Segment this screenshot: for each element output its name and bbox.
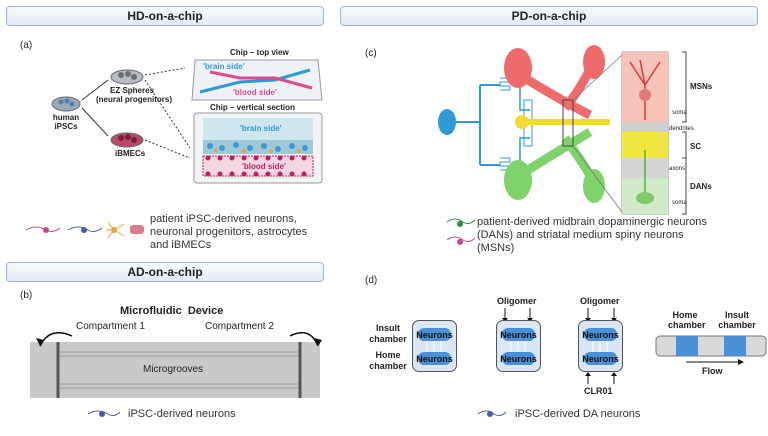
dendrites-label: dendrites xyxy=(669,126,694,132)
brain-side-top-label: 'brain side' xyxy=(203,62,245,71)
neurons-label-1a: Neurons xyxy=(416,330,453,340)
neurons-label-3a: Neurons xyxy=(582,330,619,340)
human-ipscs-label: human iPSCs xyxy=(52,113,80,131)
home-chamber-right-label: Home chamber xyxy=(668,310,706,330)
panel-b-letter: (b) xyxy=(20,290,33,301)
panel-c-legend: patient-derived midbrain dopaminergic ne… xyxy=(477,216,707,254)
clr01-label: CLR01 xyxy=(584,386,613,396)
microfluidic-device-image xyxy=(30,342,320,398)
panel-d-legend: iPSC-derived DA neurons xyxy=(515,408,641,420)
blood-side-top-label: 'blood side' xyxy=(233,88,277,97)
dans-label: DANs xyxy=(690,182,712,191)
chip-vertical-label: Chip – vertical section xyxy=(210,103,295,112)
oligomer1-label: Oligomer xyxy=(497,296,537,306)
panel-c-letter: (c) xyxy=(365,48,377,59)
sc-label: SC xyxy=(690,142,702,151)
microfluidic-device-title: Microfluidic Device xyxy=(120,305,224,317)
panel-a-legend: patient iPSC-derived neurons, neuronal p… xyxy=(150,213,308,251)
neural-progenitors-label: (neural progenitors) xyxy=(96,95,173,104)
blue-inlet xyxy=(438,109,456,135)
neurons-label-2a: Neurons xyxy=(500,330,537,340)
brain-side-vert-label: 'brain side' xyxy=(240,124,282,133)
soma-top-label: soma xyxy=(672,110,687,116)
ez-spheres-label: EZ Spheres xyxy=(110,86,155,95)
insult-chamber-right-label: Insult chamber xyxy=(718,310,756,330)
dan-neuron-icon xyxy=(446,218,476,225)
neurons-label-2b: Neurons xyxy=(500,354,537,364)
insult-chamber-label: Insult chamber xyxy=(369,323,407,344)
chip-top-view-label: Chip – top view xyxy=(230,48,289,57)
neurons-label-1b: Neurons xyxy=(416,354,453,364)
microgrooves-label: Microgrooves xyxy=(143,364,204,375)
msns-label: MSNs xyxy=(690,82,713,91)
ibmecs-label: iBMECs xyxy=(115,149,146,158)
compartment2-label: Compartment 2 xyxy=(205,321,274,332)
oligomer2-label: Oligomer xyxy=(580,296,620,306)
header-hd-on-a-chip: HD-on-a-chip xyxy=(6,6,324,26)
ibmec-icon xyxy=(130,225,144,234)
panel-a-letter: (a) xyxy=(20,40,33,51)
compartment1-label: Compartment 1 xyxy=(76,321,145,332)
neuron-icon-b xyxy=(87,410,121,417)
blood-side-vert-label: 'blood side' xyxy=(242,162,286,171)
panel-b-legend: iPSC-derived neurons xyxy=(128,408,236,420)
neuron-icons-a xyxy=(25,221,125,239)
flow-label: Flow xyxy=(702,366,723,376)
panel-d-letter: (d) xyxy=(365,275,378,286)
header-pd-on-a-chip: PD-on-a-chip xyxy=(340,6,758,26)
neurons-label-3b: Neurons xyxy=(582,354,619,364)
home-chamber-label: Home chamber xyxy=(369,350,407,371)
msn-neuron-icon xyxy=(446,236,476,243)
header-ad-on-a-chip: AD-on-a-chip xyxy=(6,262,324,282)
soma-bottom-label: soma xyxy=(672,200,687,206)
da-neuron-icon xyxy=(477,410,507,417)
axons-label: axons xyxy=(669,166,686,172)
